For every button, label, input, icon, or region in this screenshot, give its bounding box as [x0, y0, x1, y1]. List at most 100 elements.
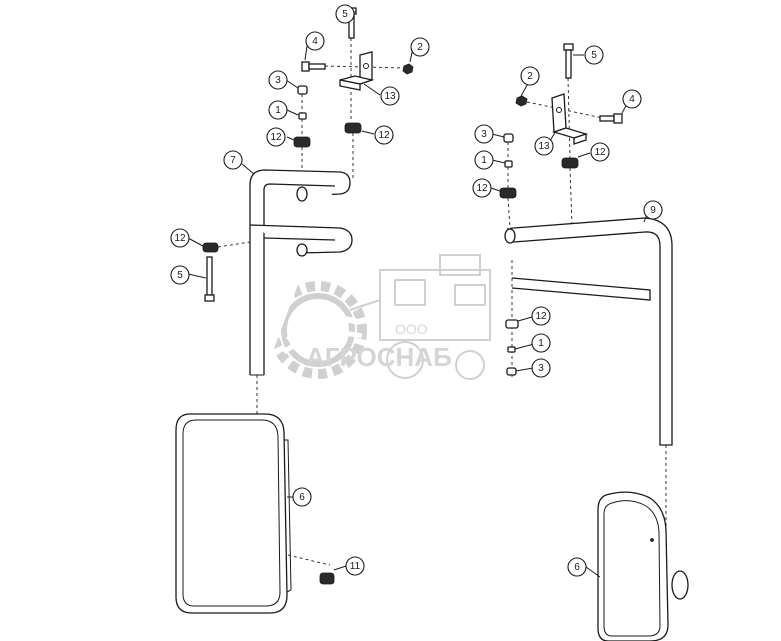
callout-label: 5 [591, 50, 597, 61]
callout-circle [170, 265, 190, 285]
right-arm [504, 217, 673, 446]
left-mirror [175, 413, 292, 614]
callout-circle [292, 487, 312, 507]
callout-label: 12 [476, 183, 488, 194]
callout-circle [266, 127, 286, 147]
left-nut [402, 63, 414, 75]
callout-label: 1 [275, 105, 281, 116]
callout-label: 12 [535, 311, 547, 322]
callout-right-bushing-upper: 12 [472, 178, 492, 198]
callout-right-nut: 2 [520, 66, 540, 86]
callout-label: 5 [177, 270, 183, 281]
callout-circle [268, 70, 288, 90]
callout-left-bushing-bracket: 12 [374, 125, 394, 145]
callout-label: 1 [481, 155, 487, 166]
watermark-combine-icon [349, 254, 491, 380]
right-washer-1 [504, 160, 513, 168]
callout-label: 6 [299, 492, 305, 503]
callout-label: 2 [417, 42, 423, 53]
callout-label: 3 [481, 129, 487, 140]
right-washer-1-lower [507, 346, 516, 353]
callout-left-bushing-lower: 12 [170, 228, 190, 248]
right-bushing-lower [505, 319, 519, 329]
callout-circle [531, 358, 551, 378]
watermark-brand: АГРОСНАБ [306, 342, 452, 372]
callout-right-mirror: 6 [567, 557, 587, 577]
right-washer-3-lower [506, 367, 517, 376]
callout-right-bracket: 13 [534, 136, 554, 156]
callout-circle [374, 125, 394, 145]
callout-left-bracket: 13 [380, 86, 400, 106]
callout-circle [268, 100, 288, 120]
callout-leaders [187, 11, 649, 578]
callout-label: 3 [275, 75, 281, 86]
watermark-prefix: ООО [395, 321, 428, 337]
left-bracket [339, 51, 375, 91]
left-cap [319, 572, 335, 585]
callout-circle [223, 150, 243, 170]
right-bushing-upper [499, 187, 517, 199]
callout-label: 9 [650, 205, 656, 216]
callout-left-nut: 2 [410, 37, 430, 57]
callout-label: 12 [174, 233, 186, 244]
callout-label: 2 [527, 71, 533, 82]
callout-circle [590, 142, 610, 162]
left-bolt-side [301, 61, 326, 72]
callout-left-bolt-lower: 5 [170, 265, 190, 285]
callout-circle [643, 200, 663, 220]
left-bushing-upper [293, 136, 311, 148]
right-mirror [597, 491, 689, 641]
watermark: ООО АГРОСНАБ [269, 254, 491, 380]
callout-right-bolt-side: 4 [622, 89, 642, 109]
callout-circle [335, 4, 355, 24]
callout-right-arm: 9 [643, 200, 663, 220]
callout-label: 1 [538, 338, 544, 349]
callout-right-washer-3-lower: 3 [531, 358, 551, 378]
callout-right-bushing-lower: 12 [531, 306, 551, 326]
callout-label: 11 [350, 561, 361, 572]
callout-circle [622, 89, 642, 109]
callout-left-mirror: 6 [292, 487, 312, 507]
callout-left-bushing-upper: 12 [266, 127, 286, 147]
callout-left-bolt-side: 4 [305, 31, 325, 51]
callout-circle [567, 557, 587, 577]
callout-label: 4 [312, 36, 318, 47]
right-bracket [551, 93, 589, 145]
right-washer-3 [503, 133, 514, 143]
right-bolt-side [599, 113, 623, 124]
callout-left-bolt-top: 5 [335, 4, 355, 24]
callout-circle [531, 306, 551, 326]
callout-label: 7 [230, 155, 236, 166]
left-arm [249, 169, 353, 376]
callout-circle [472, 178, 492, 198]
left-washer-1 [298, 112, 307, 120]
right-nut [515, 95, 528, 107]
callout-label: 6 [574, 562, 580, 573]
callout-right-washer-1: 1 [474, 150, 494, 170]
callout-circle [474, 124, 494, 144]
left-bolt-lower [204, 256, 215, 302]
callout-label: 13 [384, 91, 396, 102]
callout-right-bushing-bracket: 12 [590, 142, 610, 162]
callout-label: 5 [342, 9, 348, 20]
callout-circle [474, 150, 494, 170]
callout-circle [534, 136, 554, 156]
left-bushing-lower [202, 242, 219, 253]
callout-label: 13 [538, 141, 550, 152]
callout-right-washer-3: 3 [474, 124, 494, 144]
callout-circle [345, 556, 365, 576]
callout-circle [531, 333, 551, 353]
callout-left-cap: 11 [345, 556, 365, 576]
callout-circle [584, 45, 604, 65]
callout-label: 12 [378, 130, 390, 141]
callout-right-bolt-top: 5 [584, 45, 604, 65]
callout-label: 12 [594, 147, 606, 158]
callout-left-arm: 7 [223, 150, 243, 170]
callout-right-washer-1-lower: 1 [531, 333, 551, 353]
callout-label: 3 [538, 363, 544, 374]
right-bolt-top [563, 43, 574, 79]
right-bushing-bracket [561, 157, 579, 169]
